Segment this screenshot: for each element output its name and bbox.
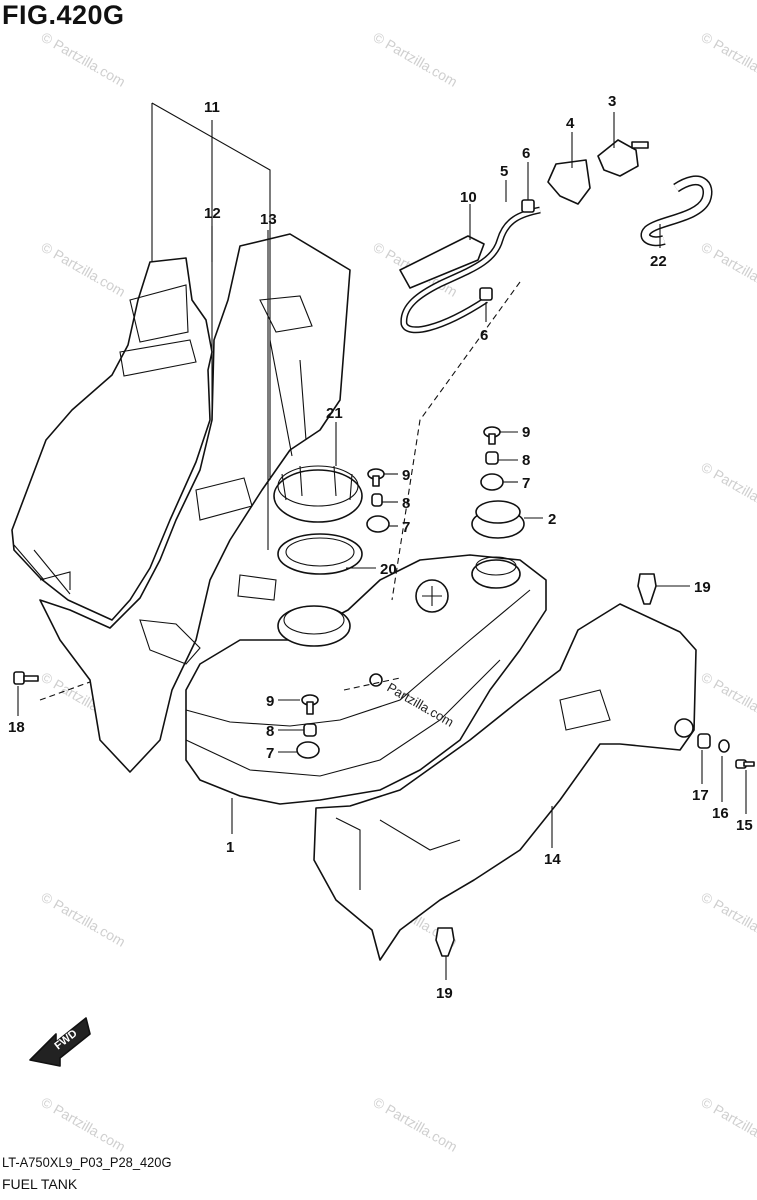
callout-13: 13 <box>260 211 277 228</box>
protector-part-10 <box>399 235 485 289</box>
gasket-part-20 <box>277 533 363 575</box>
hose-clamp-part-6-lower <box>479 287 493 301</box>
clip-part-19-b <box>435 927 455 957</box>
side-cover-part-14 <box>313 603 697 961</box>
callout-15: 15 <box>736 817 753 834</box>
callout-20: 20 <box>380 561 397 578</box>
callout-7-lower: 7 <box>266 745 274 762</box>
callout-6-lower: 6 <box>480 327 488 344</box>
callout-7-upper: 7 <box>522 475 530 492</box>
callout-4: 4 <box>566 115 575 132</box>
watermark: © Partzilla.com <box>699 239 757 300</box>
tank-shroud-part-13 <box>39 233 351 773</box>
watermark: © Partzilla.com <box>699 669 757 730</box>
fastener-stack-b <box>366 468 390 533</box>
callout-3: 3 <box>608 93 616 110</box>
callout-9-lower: 9 <box>266 693 274 710</box>
callout-17: 17 <box>692 787 709 804</box>
breather-hose-part-5 <box>400 206 541 334</box>
shroud-pad-2 <box>237 574 277 601</box>
washer-part-16 <box>718 739 730 753</box>
callout-8-lower: 8 <box>266 723 274 740</box>
filler-neck <box>471 559 521 589</box>
callout-18: 18 <box>8 719 25 736</box>
hose-clamp-part-6-upper <box>521 199 535 213</box>
valve-holder-part-4 <box>547 159 591 205</box>
watermark: © Partzilla.com <box>371 29 461 90</box>
breather-hose-part-22 <box>640 175 713 247</box>
shroud-pad <box>195 477 253 521</box>
figure-title: FIG.420G <box>2 0 125 30</box>
callout-2: 2 <box>548 511 556 528</box>
callout-22: 22 <box>650 253 667 270</box>
callout-16: 16 <box>712 805 729 822</box>
watermark: © Partzilla.com <box>39 889 129 950</box>
callout-8-mid: 8 <box>402 495 410 512</box>
callout-9-upper: 9 <box>522 424 530 441</box>
callout-9-mid: 9 <box>402 467 410 484</box>
bolt-part-15 <box>735 759 755 769</box>
watermark: © Partzilla.com <box>371 1094 461 1155</box>
forward-direction-arrow: FWD <box>29 1017 91 1067</box>
side-cover-part-11 <box>11 257 213 621</box>
breather-valve-part-3 <box>597 139 649 177</box>
callout-19-upper: 19 <box>694 579 711 596</box>
callout-11: 11 <box>204 99 220 116</box>
fuel-tank-part-1: Partzilla.com <box>185 554 547 805</box>
callout-6-upper: 6 <box>522 145 530 162</box>
callout-7-mid: 7 <box>402 519 410 536</box>
watermark: © Partzilla.com <box>699 889 757 950</box>
watermark: © Partzilla.com <box>39 1094 129 1155</box>
figure-code: LT-A750XL9_P03_P28_420G <box>2 1154 172 1170</box>
callout-1: 1 <box>226 839 234 856</box>
callout-labels: 11 12 13 3 4 5 6 10 22 6 21 9 8 7 2 9 8 … <box>8 93 753 1002</box>
callout-14: 14 <box>544 851 561 868</box>
leader-lines <box>17 102 747 980</box>
watermark: © Partzilla.com <box>699 29 757 90</box>
cover-mount-hole <box>674 718 694 738</box>
callout-21: 21 <box>326 405 343 422</box>
watermark: © Partzilla.com <box>39 239 129 300</box>
callout-5: 5 <box>500 163 508 180</box>
callout-8-upper: 8 <box>522 452 530 469</box>
collar-part-17 <box>697 733 711 749</box>
fastener-stack-a <box>480 426 504 491</box>
watermark: © Partzilla.com <box>699 1094 757 1155</box>
figure-name: FUEL TANK <box>2 1176 78 1192</box>
callout-10: 10 <box>460 189 477 206</box>
clip-part-19-a <box>637 573 657 605</box>
watermark: © Partzilla.com <box>39 29 129 90</box>
retaining-ring-part-21 <box>273 465 363 523</box>
fuel-cap-part-2 <box>471 500 525 539</box>
callout-12: 12 <box>204 205 221 222</box>
bolt-part-18 <box>13 671 39 685</box>
callout-19-lower: 19 <box>436 985 453 1002</box>
watermark: © Partzilla.com <box>699 459 757 520</box>
